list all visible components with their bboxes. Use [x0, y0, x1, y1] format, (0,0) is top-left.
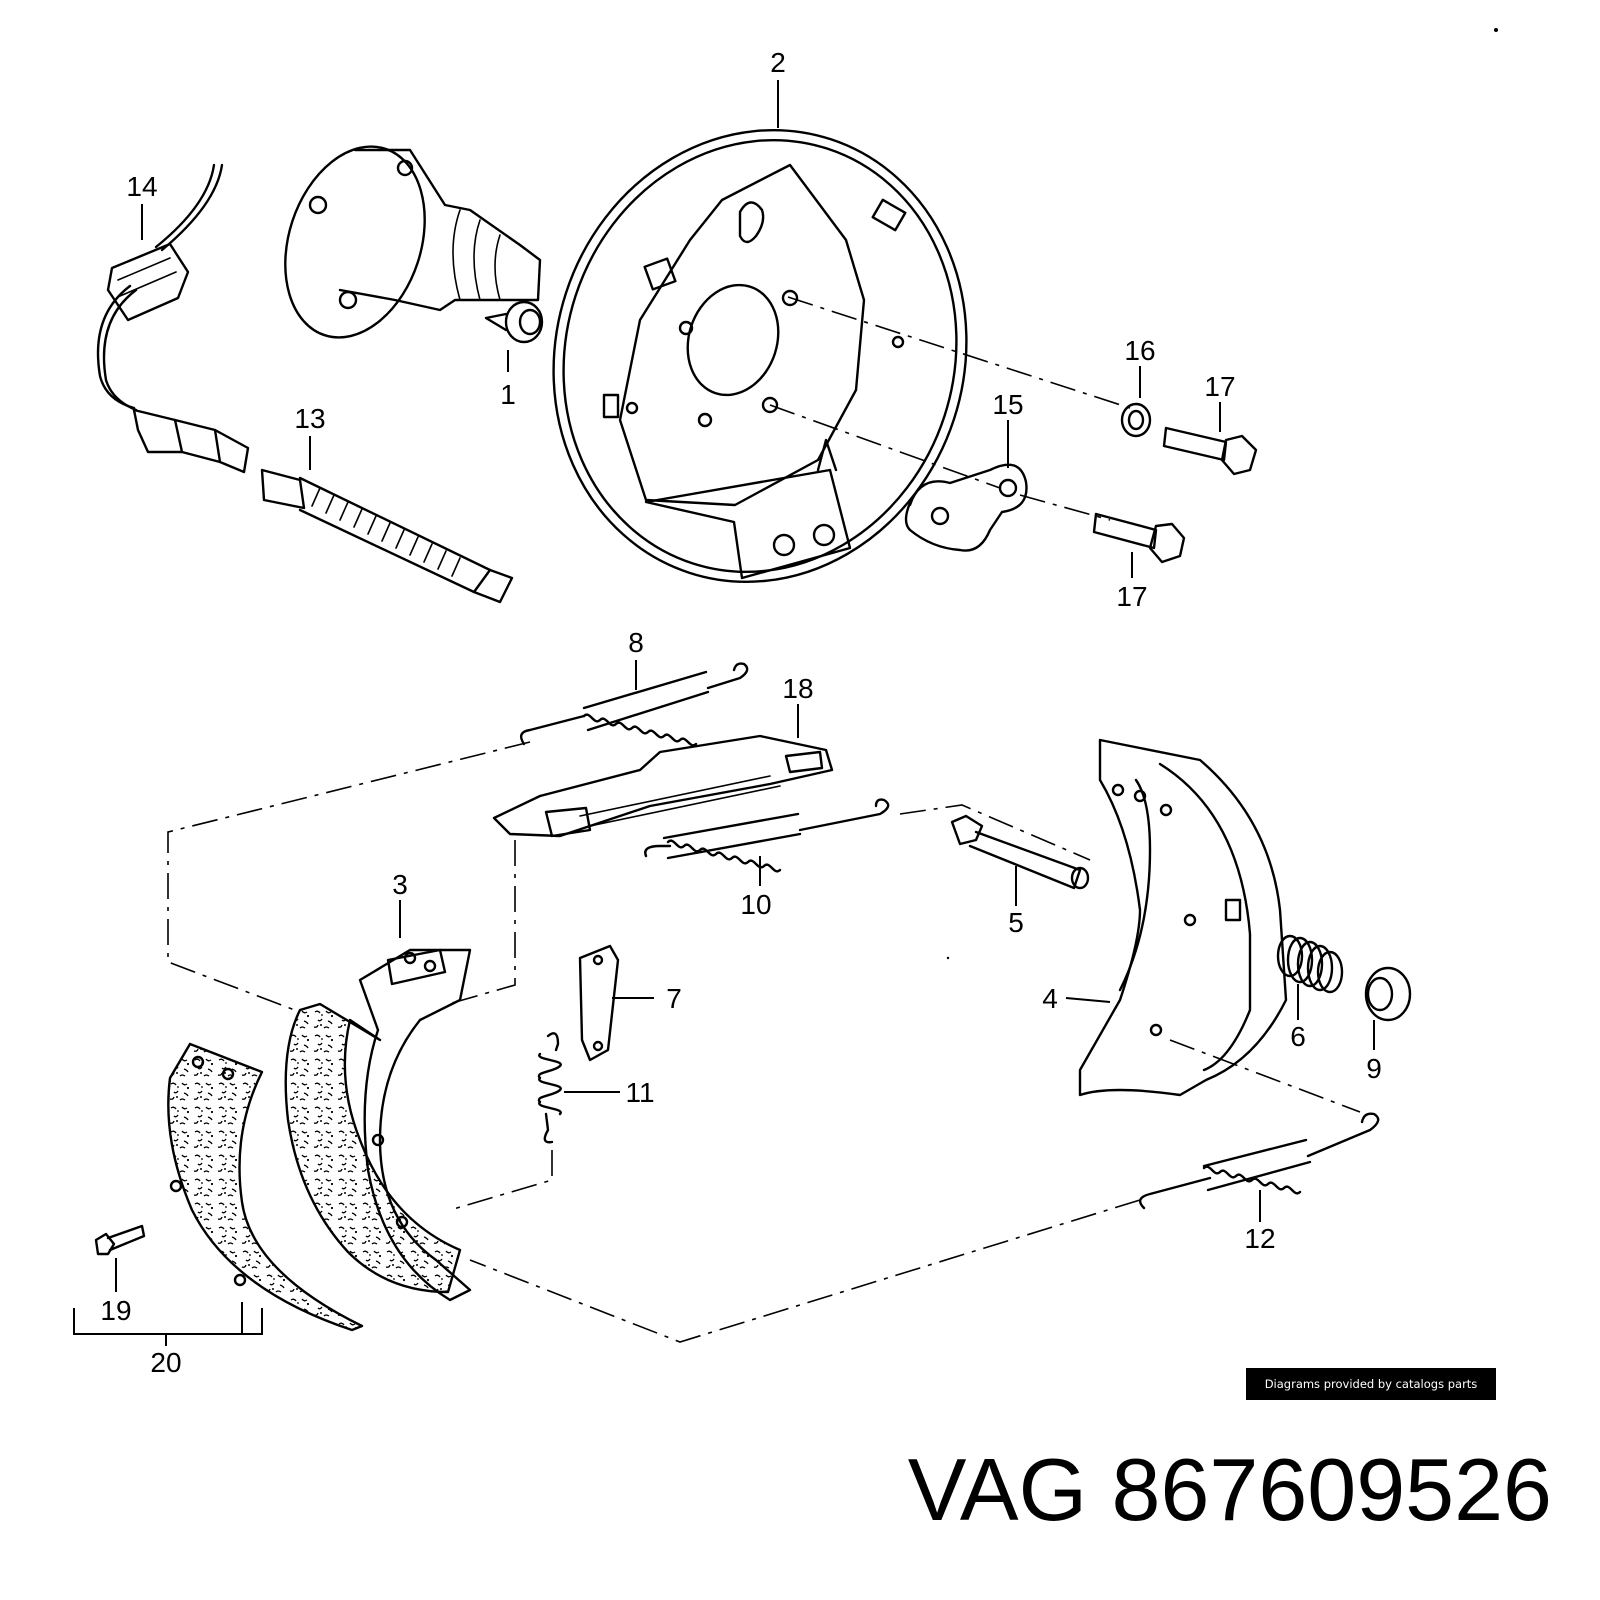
callout-4: 4 [1042, 983, 1058, 1014]
diagram-credit-badge: Diagrams provided by catalogs parts [1246, 1368, 1496, 1400]
lever [578, 944, 620, 1062]
callout-2: 2 [770, 47, 786, 78]
leader-lines [73, 80, 1375, 1346]
brake-shoe-right [1078, 738, 1288, 1097]
brand-name: VAG [907, 1440, 1088, 1539]
spring-washer [1120, 402, 1152, 438]
brake-shoe-left [284, 948, 472, 1302]
callout-17-lower: 17 [1116, 581, 1147, 612]
callout-10: 10 [740, 889, 771, 920]
callout-13: 13 [294, 403, 325, 434]
lower-spring [1138, 1112, 1380, 1210]
callout-15: 15 [992, 389, 1023, 420]
loose-lining [167, 1042, 364, 1332]
callout-12: 12 [1244, 1223, 1275, 1254]
rivet [94, 1224, 146, 1256]
callout-3: 3 [392, 869, 408, 900]
part-number-title: VAG 867609526 [908, 1440, 1552, 1540]
strut-bar [492, 734, 834, 838]
backing-plate [552, 128, 968, 584]
callout-11: 11 [625, 1077, 654, 1108]
callout-8: 8 [628, 627, 644, 658]
upper-spring [519, 662, 749, 747]
callout-16: 16 [1124, 335, 1155, 366]
callout-1: 1 [500, 379, 516, 410]
adjuster-screw [260, 468, 514, 604]
callout-17-upper: 17 [1204, 371, 1235, 402]
callout-7: 7 [666, 983, 682, 1014]
spring-cap [1364, 966, 1412, 1022]
scan-dot [946, 956, 950, 960]
callout-14: 14 [126, 171, 157, 202]
small-spring [537, 1032, 562, 1144]
assembly-lines [167, 296, 1361, 1343]
callout-20: 20 [150, 1347, 181, 1378]
scan-dot [1494, 28, 1498, 32]
bolt-lower [1092, 512, 1186, 564]
callout-6: 6 [1290, 1021, 1306, 1052]
callout-19: 19 [100, 1295, 131, 1326]
wheel-hub [284, 145, 542, 339]
callout-labels: 2 1 14 13 16 17 15 17 8 18 10 5 3 7 11 4… [100, 47, 1381, 1378]
washer-plate [904, 463, 1028, 552]
coil-spring [1276, 934, 1344, 994]
retaining-pin [950, 814, 1090, 890]
callout-9: 9 [1366, 1053, 1382, 1084]
middle-spring [644, 798, 890, 873]
part-number: 867609526 [1111, 1440, 1552, 1539]
callout-18: 18 [782, 673, 813, 704]
grommet-part [484, 300, 544, 344]
callout-5: 5 [1008, 907, 1024, 938]
sensor-cable [96, 163, 250, 474]
bolt-upper [1162, 426, 1258, 476]
